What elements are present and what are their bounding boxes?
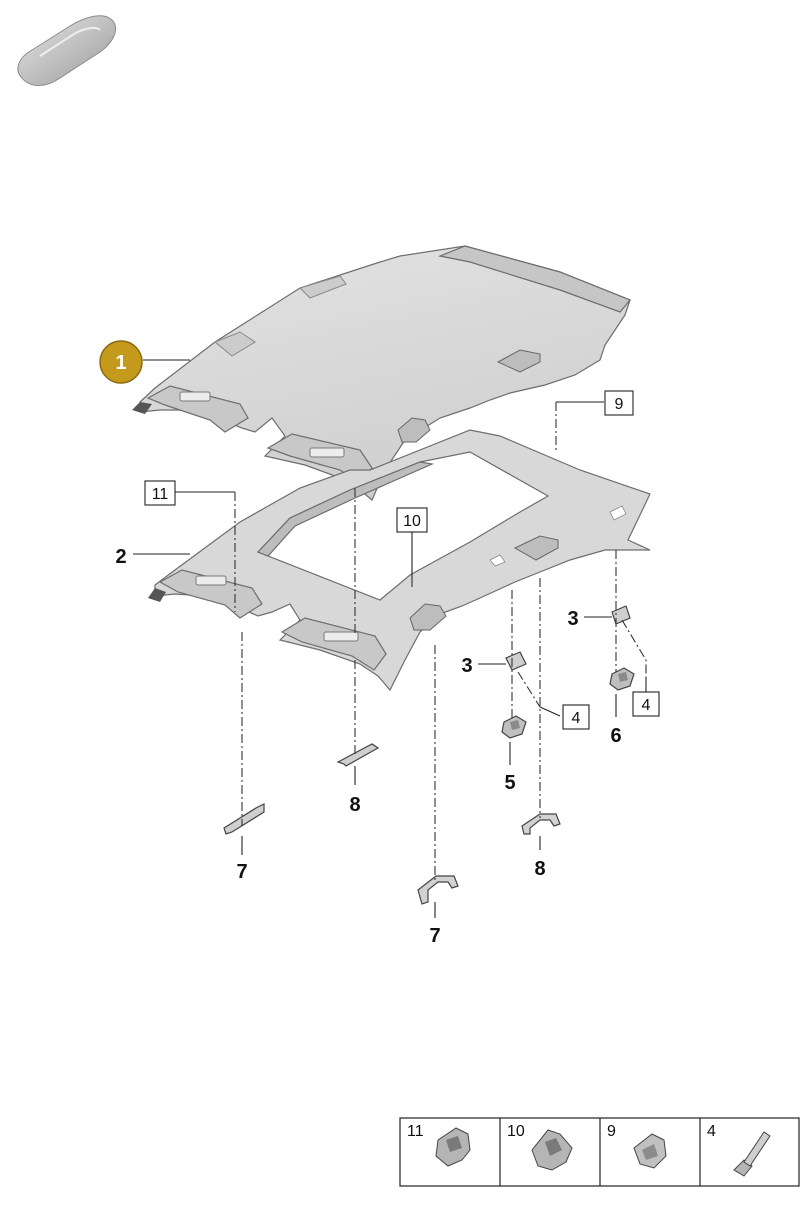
- callout-3-right[interactable]: 3: [567, 608, 578, 630]
- callout-box-9[interactable]: 9: [604, 390, 634, 416]
- hook-left-part[interactable]: [223, 803, 265, 835]
- clip-left-part[interactable]: [505, 651, 527, 671]
- svg-text:11: 11: [152, 486, 169, 503]
- legend-table: 11 10 9 4: [399, 1117, 800, 1187]
- legend-item-10[interactable]: 10: [507, 1123, 573, 1171]
- callout-7-left[interactable]: 7: [236, 861, 247, 883]
- nut-left-part[interactable]: [501, 715, 527, 739]
- callout-8-right[interactable]: 8: [534, 858, 545, 880]
- headliner-sunroof-part[interactable]: [148, 429, 651, 692]
- callout-box-11[interactable]: 11: [144, 480, 176, 506]
- svg-text:4: 4: [642, 697, 651, 714]
- legend-item-4[interactable]: 4: [707, 1123, 771, 1177]
- clip-right-part[interactable]: [611, 605, 631, 625]
- handle-right-part[interactable]: [521, 813, 561, 835]
- svg-text:4: 4: [572, 710, 581, 727]
- nut-right-part[interactable]: [609, 667, 635, 691]
- headliner-part[interactable]: [132, 245, 631, 501]
- callout-8-left[interactable]: 8: [349, 794, 360, 816]
- svg-text:10: 10: [507, 1123, 525, 1140]
- callout-6[interactable]: 6: [610, 725, 621, 747]
- clip-9-icon: [633, 1133, 667, 1169]
- screw-4-icon: [733, 1131, 771, 1177]
- clip-10-icon: [531, 1129, 573, 1171]
- hook-center-part[interactable]: [417, 875, 459, 905]
- svg-text:9: 9: [615, 396, 624, 413]
- callout-7-center[interactable]: 7: [429, 925, 440, 947]
- callout-number: 1: [115, 352, 126, 374]
- callout-box-4-left[interactable]: 4: [562, 704, 590, 730]
- handle-left-part[interactable]: [336, 743, 380, 767]
- clip-11-icon: [435, 1127, 471, 1167]
- svg-text:4: 4: [707, 1123, 716, 1140]
- callout-5[interactable]: 5: [504, 772, 515, 794]
- callout-3-left[interactable]: 3: [461, 655, 472, 677]
- callout-badge-1[interactable]: 1: [99, 340, 143, 384]
- svg-text:10: 10: [403, 513, 421, 530]
- svg-text:11: 11: [407, 1123, 424, 1140]
- callout-box-4-right[interactable]: 4: [632, 691, 660, 717]
- car-thumbnail-icon[interactable]: [17, 15, 116, 86]
- svg-text:9: 9: [607, 1123, 616, 1140]
- legend-item-9[interactable]: 9: [607, 1123, 667, 1169]
- legend-item-11[interactable]: 11: [407, 1123, 471, 1167]
- callout-2[interactable]: 2: [115, 546, 126, 568]
- callout-box-10[interactable]: 10: [396, 507, 428, 533]
